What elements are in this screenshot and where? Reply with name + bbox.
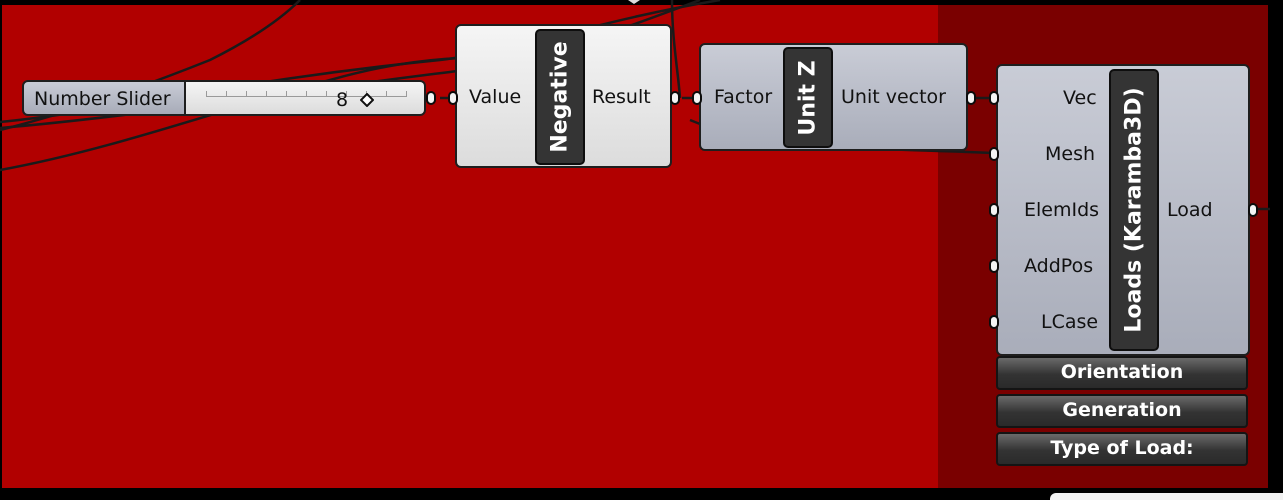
slider-output-port[interactable]	[426, 91, 436, 105]
unit-z-component[interactable]: Factor Unit Z Unit vector	[699, 43, 968, 151]
loads-output-label: Load	[1167, 199, 1213, 221]
slider-tick	[286, 91, 287, 97]
number-slider-label: Number Slider	[34, 88, 171, 110]
slider-tick	[386, 91, 387, 97]
loads-input-lcase-label: LCase	[1041, 311, 1099, 333]
unit-z-input-port[interactable]	[692, 91, 702, 105]
canvas-border-left	[0, 0, 2, 500]
loads-input-mesh-port[interactable]	[989, 147, 999, 161]
wire-arrow	[628, 0, 640, 4]
loads-input-addpos-label: AddPos	[1024, 255, 1094, 277]
loads-input-vec-label: Vec	[1063, 87, 1097, 109]
loads-title: Loads (Karamba3D)	[1121, 87, 1147, 333]
loads-karamba3d-component[interactable]: Vec Mesh ElemIds AddPos LCase Loads (Kar…	[996, 64, 1250, 356]
loads-title-plate[interactable]: Loads (Karamba3D)	[1109, 69, 1159, 351]
unit-z-title-plate[interactable]: Unit Z	[783, 47, 833, 148]
slider-tick	[346, 91, 347, 97]
canvas-border-right	[1268, 0, 1283, 500]
slider-tick	[266, 91, 267, 97]
unit-z-output-port[interactable]	[966, 91, 976, 105]
loads-input-addpos-port[interactable]	[989, 259, 999, 273]
slider-tick	[226, 91, 227, 97]
negative-title: Negative	[547, 41, 573, 153]
unit-z-output-label: Unit vector	[841, 86, 946, 108]
negative-component[interactable]: Value Negative Result	[455, 24, 672, 168]
slider-tick	[406, 91, 407, 97]
loads-output-port[interactable]	[1248, 203, 1258, 217]
negative-input-label: Value	[469, 86, 522, 108]
unit-z-input-label: Factor	[714, 86, 773, 108]
number-slider-name[interactable]: Number Slider	[22, 80, 186, 116]
negative-title-plate[interactable]: Negative	[535, 29, 585, 165]
loads-input-elemids-label: ElemIds	[1024, 199, 1100, 221]
slider-grip-icon[interactable]	[360, 93, 374, 107]
canvas-border-bottom	[0, 488, 1283, 500]
canvas-corner-panel	[1050, 493, 1283, 500]
slider-tick	[326, 91, 327, 97]
negative-output-label: Result	[592, 86, 651, 108]
number-slider-track[interactable]: 8	[186, 80, 426, 116]
loads-input-elemids-port[interactable]	[989, 203, 999, 217]
type-of-load-menu-button[interactable]: Type of Load:	[996, 432, 1248, 466]
loads-input-mesh-label: Mesh	[1045, 143, 1096, 165]
slider-value: 8	[336, 89, 349, 111]
unit-z-title: Unit Z	[795, 59, 821, 136]
generation-menu-button[interactable]: Generation	[996, 394, 1248, 428]
orientation-menu-button[interactable]: Orientation	[996, 356, 1248, 390]
canvas-border-top	[0, 0, 1283, 5]
slider-tick	[306, 91, 307, 97]
negative-output-port[interactable]	[670, 91, 680, 105]
slider-tick	[246, 91, 247, 97]
wire	[670, 0, 682, 99]
loads-input-vec-port[interactable]	[989, 91, 999, 105]
slider-tick	[206, 91, 207, 97]
negative-input-port[interactable]	[448, 91, 458, 105]
loads-input-lcase-port[interactable]	[989, 315, 999, 329]
